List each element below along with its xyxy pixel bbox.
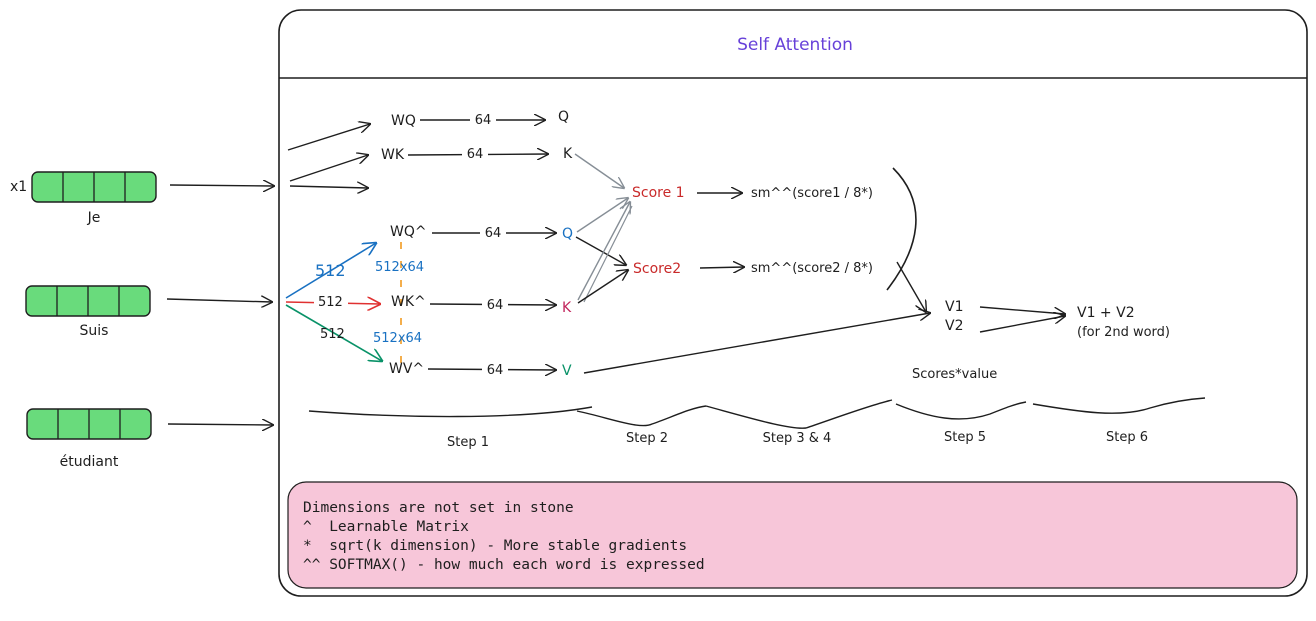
step1-label: Step 1 [447,435,489,450]
self-attention-frame [278,9,1308,597]
step6-label: Step 6 [1106,430,1148,445]
step1-brace [308,406,593,418]
note-line-1: Dimensions are not set in stone [303,500,574,516]
token-suis [25,285,151,317]
step6-brace [1032,397,1206,414]
diagram-title: Self Attention [737,35,853,55]
scores-value-label: Scores*value [912,367,997,382]
arrow-sm-v [896,261,926,312]
step5-brace [895,401,1027,420]
wq-dim-label: 64 [475,113,492,128]
note-line-3: * sqrt(k dimension) - More stable gradie… [303,538,687,554]
dim-512-blue: 512 [315,261,346,280]
sum-note: (for 2nd word) [1077,325,1170,340]
wq-hat-label: WQ^ [390,224,427,240]
matrix-dim-2: 512x64 [373,331,422,346]
arrow-k-score2 [577,270,628,304]
v1-label: V1 [945,299,963,315]
wq-label: WQ [391,113,416,129]
step34-brace [705,399,893,429]
v2-label: V2 [945,318,963,334]
dim-512-green: 512 [320,327,345,342]
arrow-k-score1-c [583,205,633,303]
wqhat-dim-label: 64 [485,226,502,241]
arrow-etudiant-in [167,424,273,425]
arrow-k-score1 [574,153,624,188]
wk-hat-label: WK^ [391,294,426,310]
wk-label: WK [381,147,405,163]
arrow-suis-in [166,299,272,302]
scores-brace [886,167,917,291]
softmax2-label: sm^^(score2 / 8*) [751,261,873,276]
arrow-q-score2 [575,236,626,265]
softmax1-label: sm^^(score1 / 8*) [751,186,873,201]
step34-label: Step 3 & 4 [763,431,832,446]
step5-label: Step 5 [944,430,986,445]
word-etudiant: étudiant [60,454,119,470]
arrow-v2-sum [979,316,1065,333]
wk-dim-label: 64 [467,147,484,162]
note-box [287,481,1298,589]
note-line-2: ^ Learnable Matrix [303,519,469,535]
dim-512-red: 512 [318,295,343,310]
x1-label: x1 [10,179,27,195]
k-label: K [563,146,573,162]
arrow-je-in [169,185,274,186]
arrow-v-values [583,313,930,374]
arrow-je-to-wq [287,124,370,151]
arrow-suis-to-wq [285,243,376,299]
step2-label: Step 2 [626,431,668,446]
note-line-4: ^^ SOFTMAX() - how much each word is exp… [303,557,705,573]
v-hat-label: V [562,363,572,379]
arrow-v1-sum [979,306,1065,314]
word-je: Je [87,210,101,226]
wkhat-dim-label: 64 [487,298,504,313]
q-label: Q [558,109,569,125]
wvhat-dim-label: 64 [487,363,504,378]
arrow-q-score1 [576,198,628,233]
matrix-dim-1: 512x64 [375,260,424,275]
token-je [31,171,157,203]
k-hat-label: K [562,300,572,316]
score2-label: Score2 [633,261,681,277]
token-etudiant [26,408,152,440]
score1-label: Score 1 [632,185,685,201]
arrow-score2-sm [699,267,744,268]
step2-brace [576,405,707,427]
arrow-je-to-wk [289,155,368,182]
arrow-suis-to-wv [285,304,382,361]
wv-hat-label: WV^ [389,361,424,377]
word-suis: Suis [80,323,109,339]
arrow-je-to-wv [289,186,368,188]
arrow-k-score1-b [577,202,630,301]
q-hat-label: Q [562,226,573,242]
sum-label: V1 + V2 [1077,305,1135,321]
